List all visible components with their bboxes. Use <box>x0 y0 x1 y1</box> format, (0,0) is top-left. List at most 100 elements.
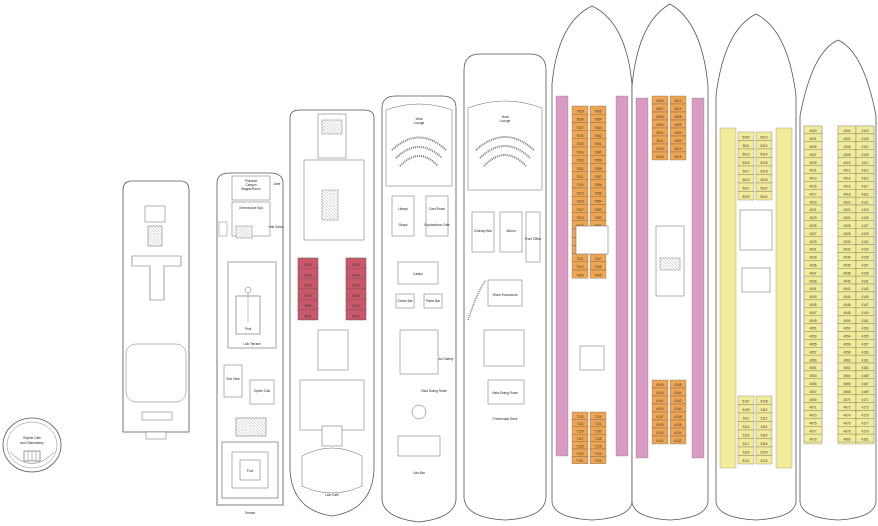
cabin-label-7122: 7122 <box>594 459 601 463</box>
cabin-label-8003: 8003 <box>304 273 311 277</box>
deck-b-lido-deck[interactable]: Pinnacle Canyon Magna Room Greenhouse Sp… <box>216 172 284 515</box>
cabin-label-4036: 4036 <box>843 263 850 267</box>
vista-lounge-e-label-top: Vista <box>501 115 508 119</box>
cabin-label-4070: 4070 <box>843 398 850 402</box>
cabin-label-7124: 7124 <box>594 452 601 456</box>
stern-terrace-label: Terrace <box>245 511 256 515</box>
cabin-label-4181: 4181 <box>861 437 868 441</box>
cabin-5122[interactable] <box>755 455 773 465</box>
cabin-label-4159: 4159 <box>861 350 868 354</box>
cabin-label-4127: 4127 <box>861 224 868 228</box>
cabin-label-4035: 4035 <box>809 263 816 267</box>
cabin-label-4043: 4043 <box>809 295 816 299</box>
shore-excursions-label: Shore Excursions <box>493 293 518 297</box>
deck-c-suites-deck[interactable]: 8001800380058007800980118002800480068008… <box>289 109 375 517</box>
cabin-label-5016: 5016 <box>760 161 767 165</box>
cabin-label-5022: 5022 <box>760 187 767 191</box>
cabin-label-4014: 4014 <box>843 177 850 181</box>
cabin-label-6001: 6001 <box>656 131 663 135</box>
cabin-6132[interactable] <box>669 435 687 445</box>
cabin-label-7018: 7018 <box>576 200 583 204</box>
deck-f-cabin-deck[interactable]: 7029702870277026702570247023702270217020… <box>551 5 633 521</box>
magna-room-label: Magna Room <box>241 187 260 191</box>
cabin-label-5108: 5108 <box>760 400 767 404</box>
cabin-label-7061: 7061 <box>594 142 601 146</box>
cabin-5024[interactable] <box>755 191 773 201</box>
cabin-8011[interactable] <box>297 309 319 320</box>
cabin-7122[interactable] <box>589 456 607 464</box>
piano-bar-label: Piano Bar <box>426 299 441 303</box>
dining-label-e: Vista Dining Room <box>492 391 519 395</box>
cabin-label-4062: 4062 <box>843 366 850 370</box>
cabin-label-4006: 4006 <box>843 145 850 149</box>
cabin-6016[interactable] <box>669 151 687 161</box>
deck-e-promenade-deck[interactable]: Vista Lounge Culinary Arts Atrium Front … <box>463 53 547 521</box>
cabin-label-4039: 4039 <box>809 279 816 283</box>
cabin-label-4151: 4151 <box>861 319 868 323</box>
lido-bar-label: Lido Bar <box>413 471 426 475</box>
cabin-label-4019: 4019 <box>809 200 816 204</box>
library-label: Library <box>398 207 408 211</box>
cabin-label-4029: 4029 <box>809 240 816 244</box>
cabin-label-7126: 7126 <box>594 444 601 448</box>
observatory-deck[interactable]: Skyline Café and Observatory <box>2 417 62 473</box>
deck-g-cabin-deck[interactable]: 6009600760056003600160116013601560126010… <box>631 3 709 521</box>
cabin-label-4010: 4010 <box>843 161 850 165</box>
cabin-label-7065: 7065 <box>594 109 601 113</box>
cabin-label-8010: 8010 <box>352 304 359 308</box>
cabin-label-4117: 4117 <box>862 184 869 188</box>
cabin-label-4076: 4076 <box>843 421 850 425</box>
cabin-label-4017: 4017 <box>809 192 816 196</box>
cabin-label-8011: 8011 <box>305 315 312 319</box>
cabin-label-6003: 6003 <box>656 123 663 127</box>
cabin-label-7128: 7128 <box>594 437 601 441</box>
cabin-label-6006: 6006 <box>674 123 681 127</box>
cabin-5121[interactable] <box>737 455 755 465</box>
cabin-label-6138: 6138 <box>674 415 681 419</box>
cabin-label-4121: 4121 <box>861 200 868 204</box>
deck-i-cabin-deck[interactable]: 4003400140054007400940114013401540174019… <box>799 39 877 521</box>
cabin-4181[interactable] <box>855 433 875 443</box>
promenade-label: Promenade Deck <box>493 417 518 421</box>
cabin-label-4054: 4054 <box>843 335 850 339</box>
cabin-label-7024: 7024 <box>576 150 583 154</box>
cabin-5023[interactable] <box>737 191 755 201</box>
cabin-label-4177: 4177 <box>861 421 868 425</box>
cabin-label-4044: 4044 <box>843 295 850 299</box>
deck-h-cabin-deck[interactable]: 5009501150135015501750195021502350105012… <box>715 13 797 521</box>
art-gallery-label: Art Gallery <box>438 357 453 361</box>
cabin-7121[interactable] <box>571 456 589 464</box>
cabin-label-4008: 4008 <box>843 153 850 157</box>
cabin-label-4059: 4059 <box>809 358 816 362</box>
cabin-6015[interactable] <box>651 151 669 161</box>
cabin-label-4075: 4075 <box>809 421 816 425</box>
cabin-4079[interactable] <box>803 433 823 443</box>
cabin-label-4109: 4109 <box>861 153 868 157</box>
cabin-label-5017: 5017 <box>742 170 749 174</box>
cabin-label-4050: 4050 <box>843 319 850 323</box>
cabin-label-5014: 5014 <box>760 153 767 157</box>
cabin-label-4018: 4018 <box>843 192 850 196</box>
cabin-label-4060: 4060 <box>843 358 850 362</box>
cabin-label-4111: 4111 <box>862 161 869 165</box>
cabin-label-4045: 4045 <box>809 303 816 307</box>
cabin-label-4179: 4179 <box>861 429 868 433</box>
cabin-label-4034: 4034 <box>843 256 850 260</box>
cabin-label-5111: 5111 <box>743 417 750 421</box>
cabin-7045[interactable] <box>589 269 607 279</box>
cabin-label-4031: 4031 <box>809 248 816 252</box>
cabin-label-6144: 6144 <box>674 391 681 395</box>
cabin-label-4139: 4139 <box>861 271 868 275</box>
cabin-label-5114: 5114 <box>761 425 768 429</box>
cabin-8012[interactable] <box>345 309 367 320</box>
observatory-label-bottom: and Observatory <box>20 441 44 445</box>
cabin-label-8002: 8002 <box>352 263 359 267</box>
cabin-label-6010: 6010 <box>674 107 681 111</box>
cabin-6131[interactable] <box>651 435 669 445</box>
cabin-label-4063: 4063 <box>809 374 816 378</box>
deck-d-lounge-deck[interactable]: Vista Lounge Library Card Room Shops Exp… <box>381 95 457 523</box>
cabin-7009[interactable] <box>571 269 589 279</box>
deck-a-sun-deck[interactable] <box>122 180 190 440</box>
cabin-label-4025: 4025 <box>809 224 816 228</box>
